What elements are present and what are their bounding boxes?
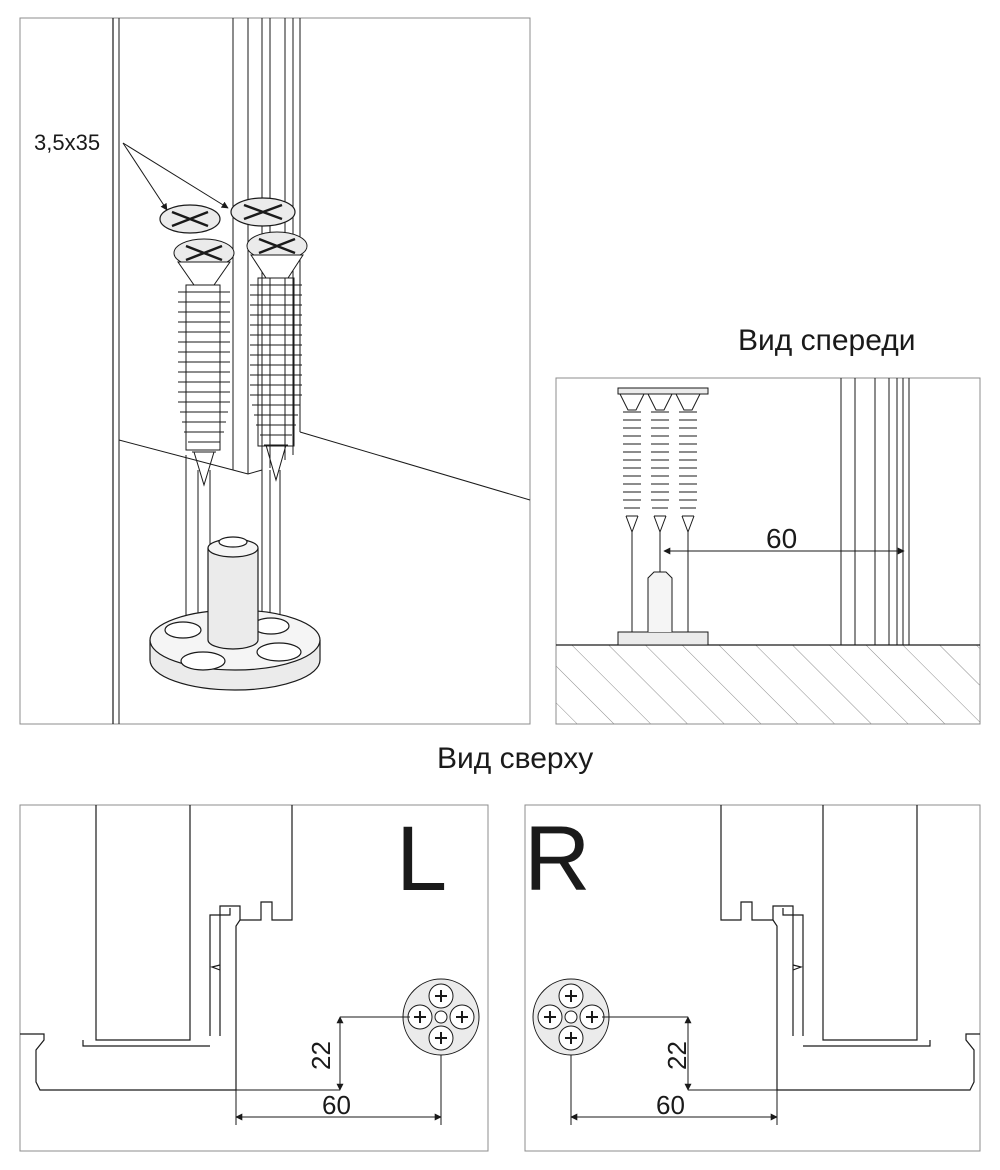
front-dimension-label: 60	[766, 523, 797, 554]
floor-guide	[149, 536, 321, 691]
top-view-left-panel: L	[19, 804, 489, 1152]
left-dimension-horizontal: 60	[322, 1090, 351, 1120]
screw-spec-label: 3,5x35	[34, 130, 100, 155]
left-letter: L	[396, 808, 447, 910]
floor-hatch	[556, 645, 980, 724]
left-frame-profile	[20, 805, 293, 1091]
right-dimension-horizontal: 60	[656, 1090, 685, 1120]
isometric-panel: 3,5x35	[19, 17, 531, 725]
left-panel-frame	[19, 804, 489, 1152]
left-dimensions	[235, 1016, 442, 1125]
front-frame-profile	[840, 378, 910, 645]
right-panel-frame	[524, 804, 981, 1152]
screw-right	[246, 231, 308, 482]
left-dimension-vertical: 22	[306, 1041, 336, 1070]
right-frame-profile	[720, 805, 980, 1091]
left-door-leaf	[82, 805, 210, 1047]
front-view-title: Вид спереди	[738, 324, 916, 357]
right-floor-guide	[532, 978, 610, 1056]
screw-left	[173, 238, 235, 487]
front-view-panel: Вид спереди	[555, 324, 981, 725]
right-letter: R	[524, 808, 590, 910]
right-dimension-vertical: 22	[662, 1041, 692, 1070]
front-guide	[617, 571, 709, 646]
isometric-frame	[19, 17, 531, 725]
right-door-leaf	[803, 805, 931, 1047]
top-view-caption: Вид сверху	[437, 742, 593, 775]
left-floor-guide	[402, 978, 480, 1056]
top-view-right-panel: R	[524, 804, 981, 1152]
front-screws	[617, 387, 709, 632]
right-dimensions	[570, 1016, 778, 1125]
screw-caps	[159, 197, 296, 234]
